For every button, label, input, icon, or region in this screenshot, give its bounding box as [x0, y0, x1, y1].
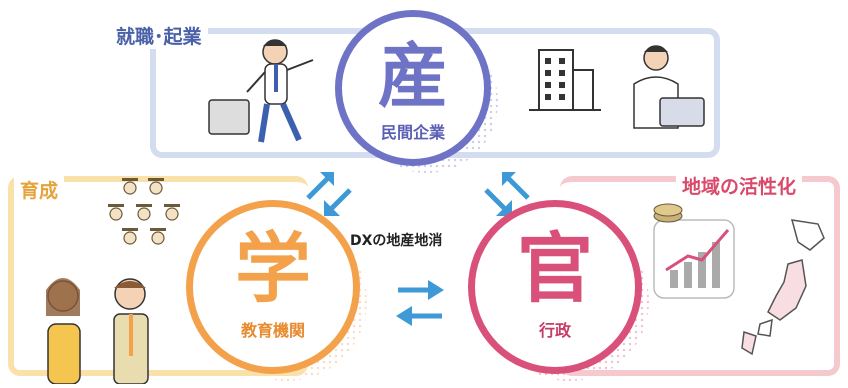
academia-circle: 学 教育機関	[186, 200, 367, 381]
academia-section-label: 育成	[14, 176, 65, 203]
industry-circle: 産 民間企業	[335, 10, 498, 173]
growth-chart-icon	[653, 203, 735, 299]
graduates-group-icon	[108, 178, 180, 245]
office-building-icon	[529, 49, 601, 111]
government-section-label: 地域の活性化	[676, 172, 803, 199]
industry-subtitle: 民間企業	[380, 123, 445, 142]
academia-kanji: 学	[235, 224, 311, 313]
government-subtitle: 行政	[538, 321, 571, 340]
person-with-laptop-illustration	[633, 45, 705, 129]
arrow-academia-government	[396, 280, 444, 326]
government-kanji: 官	[517, 224, 593, 313]
government-circle: 官 行政	[468, 200, 649, 381]
industry-kanji: 産	[378, 35, 448, 117]
center-caption: DXの地産地消	[350, 233, 443, 249]
businessman-running-illustration	[208, 39, 314, 143]
industry-section-label: 就職･起業	[110, 22, 208, 49]
arrow-industry-academia	[306, 172, 352, 216]
japan-map-icon	[741, 219, 825, 356]
arrow-industry-government	[484, 172, 530, 216]
graduate-students-illustration	[46, 278, 149, 384]
academia-subtitle: 教育機関	[240, 321, 305, 340]
